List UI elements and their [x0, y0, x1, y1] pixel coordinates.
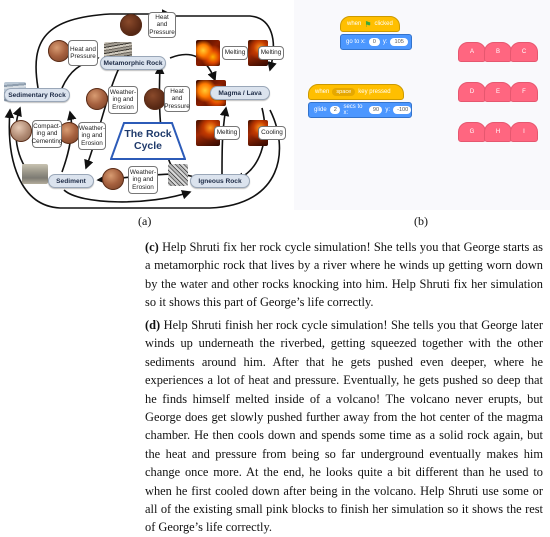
sedimentary-rock-label: Sedimentary Rock [4, 88, 70, 102]
scratch-code-panel: when ⚑ clicked go to x: 0 y: 105 when sp… [294, 0, 550, 210]
hat-suffix: clicked [374, 21, 393, 27]
rock-sample-image [86, 88, 108, 110]
green-flag-icon: ⚑ [364, 19, 372, 29]
question-d-text: Help Shruti finish her rock cycle simula… [145, 318, 543, 535]
hat-label: when [347, 21, 362, 27]
x-input[interactable]: 90 [368, 106, 383, 114]
sediment-label: Sediment [48, 174, 94, 188]
process-cooling: Cooling [258, 126, 286, 140]
diagram-title: The Rock Cycle [124, 128, 172, 152]
go-to-xy-block[interactable]: go to x: 0 y: 105 [340, 34, 412, 50]
hat-suffix: key pressed [358, 89, 391, 95]
pink-block-i[interactable]: I [510, 122, 538, 142]
x-input[interactable]: 0 [368, 38, 380, 46]
igneous-rock-label: Igneous Rock [190, 174, 250, 188]
secs-input[interactable]: 2 [329, 106, 341, 114]
process-compacting-cementing: Compact-ing and Cementing [32, 120, 62, 148]
process-melting: Melting [258, 46, 284, 60]
y-input[interactable]: -100 [393, 106, 411, 114]
y-input[interactable]: 105 [390, 38, 408, 46]
rock-cycle-diagram: Metamorphic Rock Sedimentary Rock Magma … [0, 0, 292, 210]
pink-block-g[interactable]: G [458, 122, 486, 142]
pink-block-b[interactable]: B [484, 42, 512, 62]
process-heat-pressure: Heat and Pressure [68, 40, 98, 66]
process-melting: Melting [222, 46, 248, 60]
y-label: y: [385, 107, 391, 113]
process-heat-pressure: Heat and Pressure [164, 86, 190, 112]
magma-lava-label: Magma / Lava [210, 86, 270, 100]
rock-sample-image [10, 120, 32, 142]
rock-sample-image [102, 168, 124, 190]
process-melting: Melting [214, 126, 240, 140]
goto-label: go to x: [346, 39, 366, 45]
pink-block-f[interactable]: F [510, 82, 538, 102]
pink-block-e[interactable]: E [484, 82, 512, 102]
question-d-label: (d) [145, 318, 161, 332]
title-shape [110, 122, 186, 160]
pink-block-a[interactable]: A [458, 42, 486, 62]
hat-label: when [315, 89, 330, 95]
question-c: (c) Help Shruti fix her rock cycle simul… [145, 238, 543, 312]
caption-b: (b) [414, 214, 428, 228]
process-weathering-erosion: Weather-ing and Erosion [78, 122, 106, 150]
glide-block[interactable]: glide 2 secs to x: 90 y: -100 [308, 102, 412, 118]
rock-sample-image [48, 40, 70, 62]
pink-block-h[interactable]: H [484, 122, 512, 142]
question-c-text: Help Shruti fix her rock cycle simulatio… [145, 240, 543, 310]
pink-block-c[interactable]: C [510, 42, 538, 62]
when-flag-clicked-block[interactable]: when ⚑ clicked [340, 16, 400, 32]
secs-label: secs to x: [343, 104, 363, 116]
pink-block-d[interactable]: D [458, 82, 486, 102]
sediment-image [22, 164, 48, 184]
granite-image [168, 164, 188, 186]
when-key-pressed-block[interactable]: when space key pressed [308, 84, 404, 100]
question-c-label: (c) [145, 240, 159, 254]
y-label: y: [382, 39, 388, 45]
rock-sample-image [120, 14, 142, 36]
rock-sample-image [144, 88, 166, 110]
metamorphic-rock-label: Metamorphic Rock [100, 56, 166, 70]
glide-label: glide [314, 107, 327, 113]
question-d: (d) Help Shruti finish her rock cycle si… [145, 316, 543, 537]
key-dropdown[interactable]: space [332, 88, 356, 96]
caption-a: (a) [138, 214, 152, 228]
process-heat-pressure: Heat and Pressure [148, 12, 176, 38]
lava-image [196, 40, 220, 66]
process-weathering-erosion: Weather-ing and Erosion [128, 166, 158, 194]
process-weathering-erosion: Weather-ing and Erosion [108, 86, 138, 114]
rock-sample-image [58, 122, 80, 144]
